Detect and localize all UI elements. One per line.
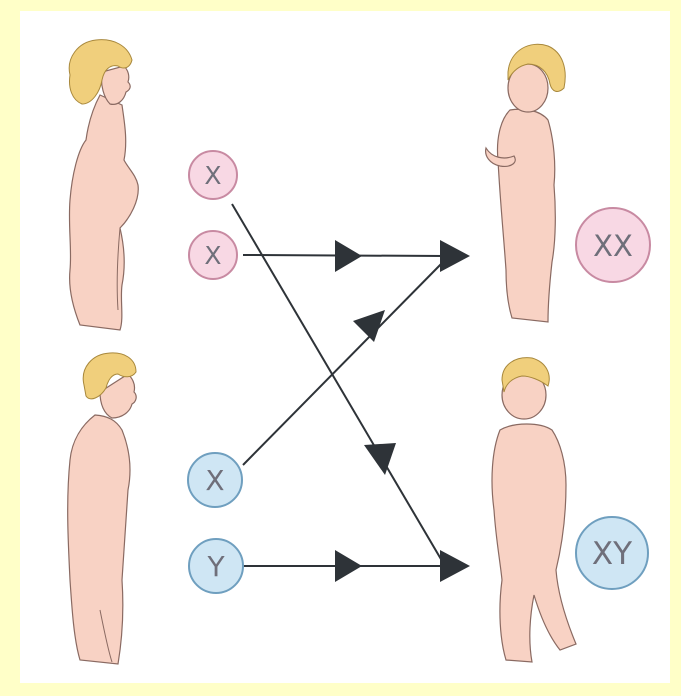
father-gamete-2: Y: [189, 539, 243, 593]
arrowheads: [335, 240, 470, 582]
arrowhead-icon: [440, 240, 470, 272]
gamete-label: X: [204, 161, 221, 190]
mother-gamete-2: X: [189, 231, 237, 279]
father-figure: [68, 353, 136, 664]
line-father-x-to-daughter: [243, 260, 445, 465]
father-gamete-1: X: [188, 453, 242, 507]
mother-figure: [69, 40, 138, 330]
son-figure: [492, 358, 576, 662]
daughter-genotype: XX: [576, 208, 650, 282]
genotype-label: XY: [592, 536, 632, 572]
gamete-label: Y: [206, 550, 225, 583]
arrowhead-icon: [364, 443, 396, 475]
arrowhead-icon: [335, 240, 362, 272]
arrowhead-icon: [335, 550, 362, 582]
son-genotype: XY: [576, 517, 648, 589]
gamete-label: X: [205, 464, 224, 497]
gamete-label: X: [204, 241, 221, 270]
daughter-figure: [486, 44, 566, 322]
genotype-label: XX: [593, 229, 633, 263]
mother-gamete-1: X: [189, 151, 237, 199]
arrowhead-icon: [440, 550, 470, 582]
